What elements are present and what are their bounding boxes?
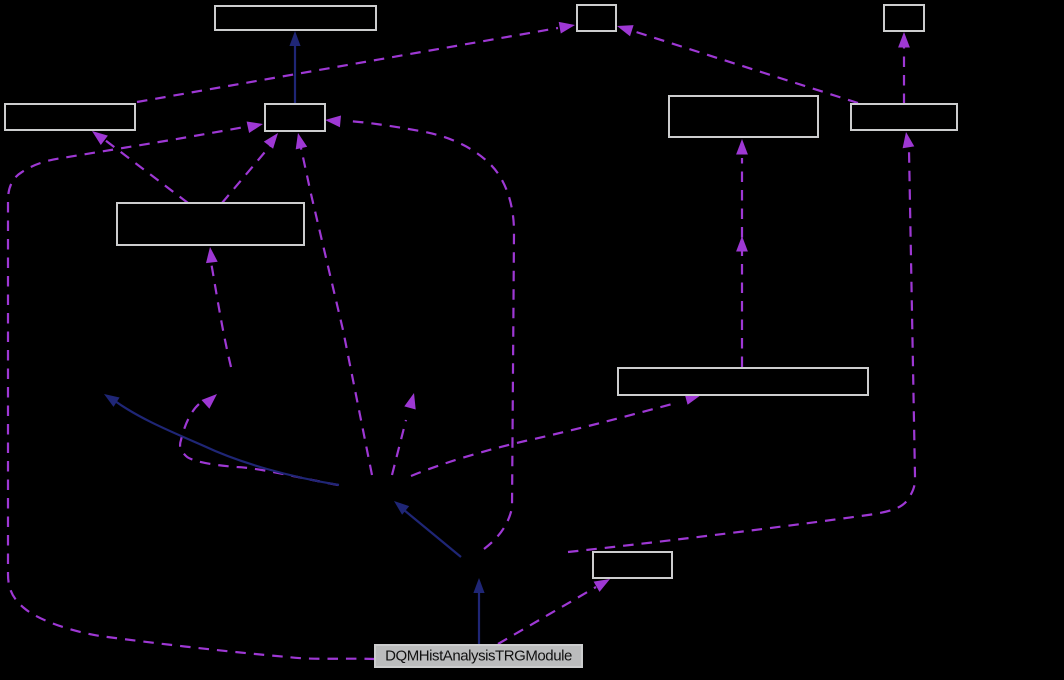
svg-text:DQMHistAnalysisTRGModule: DQMHistAnalysisTRGModule (385, 648, 572, 665)
